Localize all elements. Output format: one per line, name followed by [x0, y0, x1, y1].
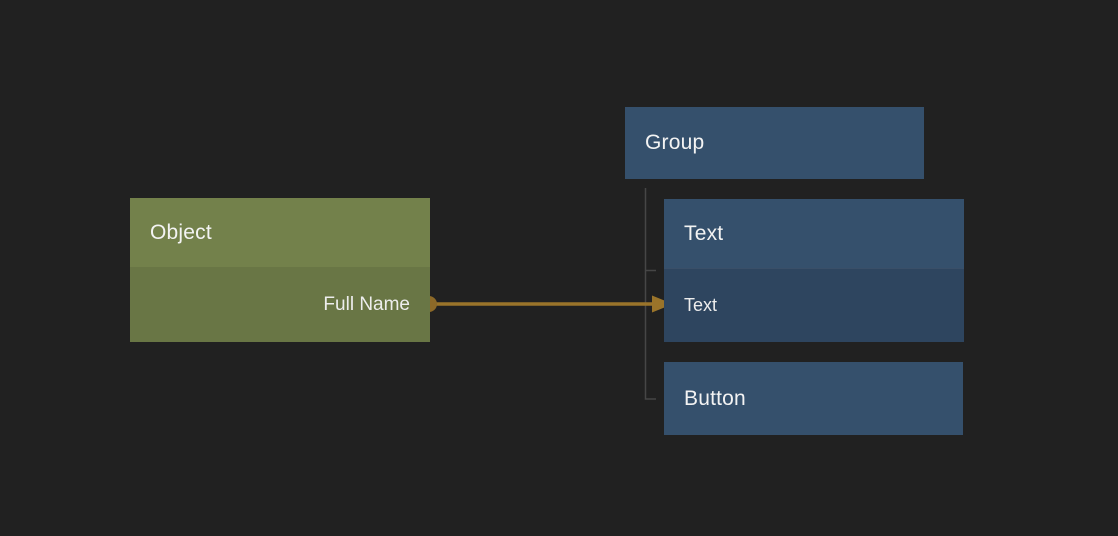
- node-group[interactable]: Group: [625, 107, 924, 179]
- node-object-title: Object: [150, 220, 212, 244]
- node-text-header[interactable]: Text: [664, 199, 964, 268]
- output-port-label: Full Name: [323, 293, 410, 315]
- node-group-title: Group: [645, 131, 705, 154]
- node-button-header[interactable]: Button: [664, 362, 963, 435]
- node-object-header[interactable]: Object: [130, 198, 430, 267]
- node-text[interactable]: Text Text: [664, 199, 964, 342]
- input-row-label: Text: [684, 294, 718, 315]
- node-button[interactable]: Button: [664, 362, 963, 435]
- node-group-header[interactable]: Group: [625, 107, 924, 179]
- node-object[interactable]: Object Full Name: [130, 198, 430, 342]
- node-text-title: Text: [684, 221, 724, 245]
- tree-connector-line: [644, 188, 656, 400]
- node-button-title: Button: [684, 386, 746, 410]
- node-object-output-row[interactable]: Full Name: [130, 267, 430, 342]
- node-text-input-row[interactable]: Text: [664, 268, 964, 342]
